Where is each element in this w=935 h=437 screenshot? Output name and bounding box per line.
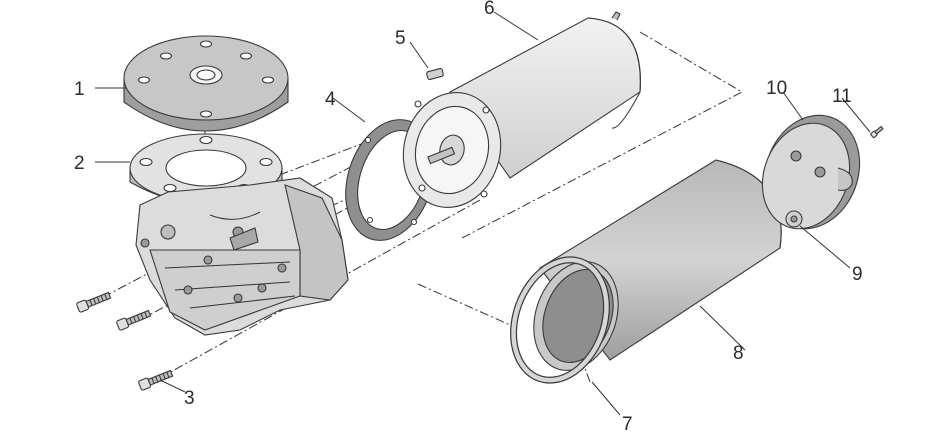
callout-2: 2 [74,153,85,174]
callout-1: 1 [74,79,85,100]
callout-11: 11 [832,86,852,107]
leader-lines [95,11,871,416]
screw-middle [116,309,152,331]
gear-housing [135,177,349,336]
end-cap-part [761,114,861,230]
motor-part [402,11,641,209]
o-ring-part [510,256,610,384]
callout-7: 7 [622,414,633,435]
callout-3: 3 [184,388,195,409]
callout-9: 9 [852,264,863,285]
callout-10: 10 [766,78,787,99]
callout-labels: 1 2 3 4 5 6 7 8 9 10 11 [74,0,863,435]
callout-6: 6 [484,0,495,19]
small-screw-part [870,125,884,139]
callout-4: 4 [325,89,336,110]
screw-lower [138,369,174,391]
top-cover-part [123,35,289,132]
seal-plug-part [785,210,803,228]
callout-5: 5 [395,28,406,49]
screw-upper [76,291,112,313]
callout-8: 8 [733,343,744,364]
screws-part [76,291,174,391]
key-part [426,67,444,81]
